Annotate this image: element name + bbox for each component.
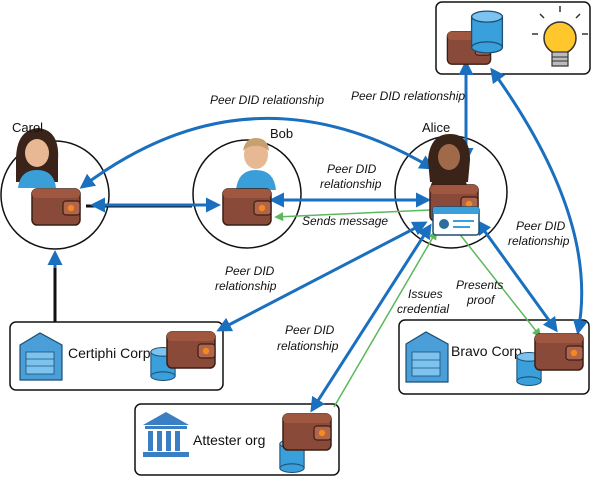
certiphi-building-icon (19, 332, 63, 381)
carol-wallet-icon (31, 188, 81, 226)
attester-label: Attester org (193, 432, 265, 448)
carol-alice-arrow (79, 116, 435, 189)
carol-avatar (16, 128, 59, 188)
bravo-wallet-icon (534, 333, 584, 371)
carol-label: Carol (12, 120, 43, 135)
presents-proof-label-1: Presents (456, 278, 503, 292)
bob-label: Bob (270, 126, 293, 141)
attester-alice-edge-label-1: Peer DID (285, 323, 335, 337)
alice-avatar (428, 134, 470, 190)
presents-proof-label-2: proof (466, 293, 496, 307)
sends-message-label: Sends message (302, 214, 388, 228)
bob-alice-edge-label-1: Peer DID (327, 162, 377, 176)
bob-alice-edge-label-2: relationship (320, 177, 382, 191)
sends-message-arrow (274, 209, 431, 222)
issues-credential-label-1: Issues (408, 287, 443, 301)
certiphi-alice-edge-label-2: relationship (215, 279, 277, 293)
bravo-alice-edge-label-2: relationship (508, 234, 570, 248)
certiphi-wallet-icon (166, 331, 216, 369)
attester-alice-edge-label-2: relationship (277, 339, 339, 353)
certiphi-label: Certiphi Corp (68, 345, 151, 361)
bob-avatar (236, 138, 276, 190)
alice-attester-arrow (310, 223, 432, 413)
lightbulb-icon (532, 6, 588, 67)
issues-credential-arrow (333, 230, 437, 408)
attester-wallet-icon (282, 413, 332, 451)
bravo-alice-edge-label-1: Peer DID (516, 219, 566, 233)
certiphi-alice-edge-label-1: Peer DID (225, 264, 275, 278)
presents-proof-arrow (457, 231, 542, 338)
agent-bravo-arrow (490, 67, 588, 335)
issues-credential-label-2: credential (397, 302, 449, 316)
alice-agent-edge-label: Peer DID relationship (351, 89, 465, 103)
bob-wallet-icon (222, 188, 272, 226)
id-card-icon (432, 206, 480, 236)
carol-alice-edge-label: Peer DID relationship (210, 93, 324, 107)
bravo-building-icon (405, 331, 449, 383)
alice-label: Alice (422, 120, 450, 135)
attester-building-icon (143, 412, 189, 457)
alice-bravo-arrow (476, 219, 558, 333)
agent-database-icon (470, 10, 504, 54)
bravo-label: Bravo Corp (451, 343, 522, 359)
